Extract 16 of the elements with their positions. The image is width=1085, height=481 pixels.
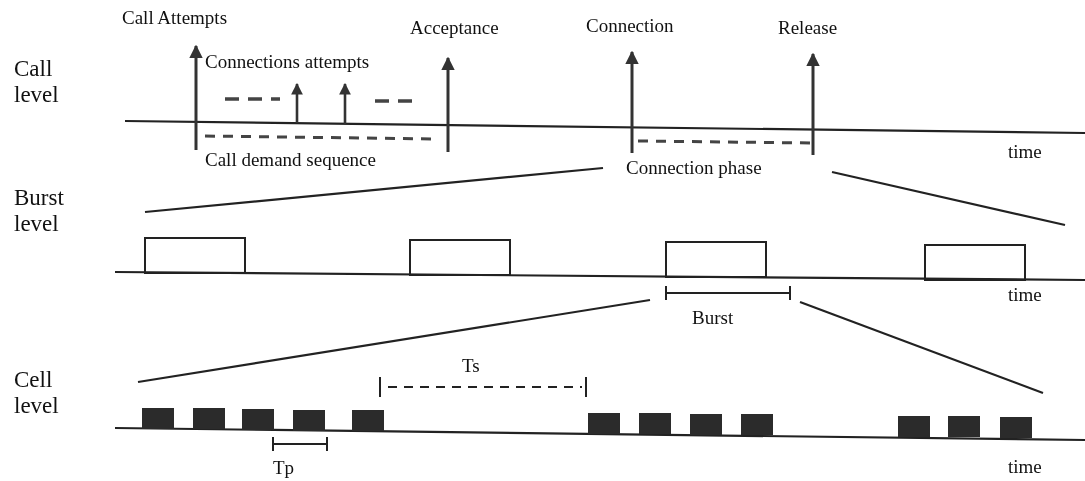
dimension-label: Burst (692, 308, 734, 329)
level-label: Call level (14, 56, 60, 109)
event-label: Connection (586, 16, 674, 37)
axis-label: time (1008, 457, 1042, 478)
axis-label: time (1008, 285, 1042, 306)
dimension-label: Tp (273, 458, 295, 479)
phase-label: Connection phase (626, 158, 762, 179)
dimension-label: Ts (462, 356, 480, 377)
axis-label: time (1008, 142, 1042, 163)
level-label: Cell level (14, 367, 60, 420)
event-label: Release (778, 18, 838, 39)
level-label: Burst level (14, 185, 65, 238)
phase-label: Call demand sequence (205, 150, 376, 171)
event-label: Acceptance (410, 18, 499, 39)
event-label: Call Attempts (122, 8, 228, 29)
event-label: Connections attempts (205, 52, 370, 73)
